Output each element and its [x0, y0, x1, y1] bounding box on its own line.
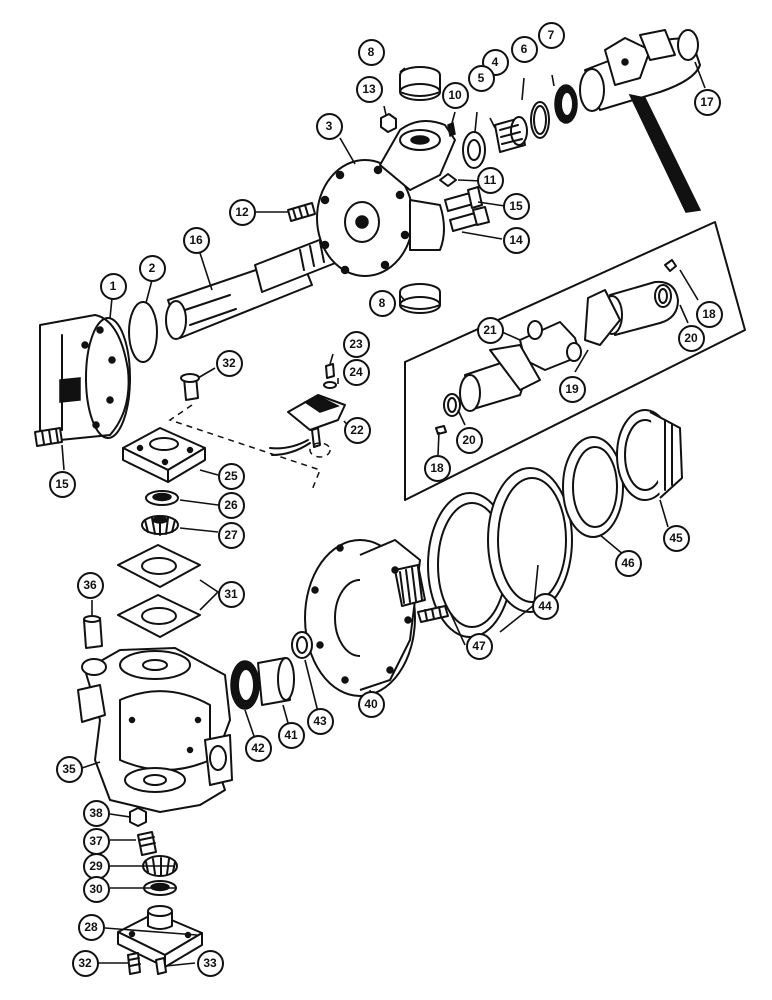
callout-42: 42 — [244, 734, 272, 762]
callout-17: 17 — [693, 88, 721, 116]
dashed-reference-line — [168, 404, 321, 491]
callout-26: 26 — [217, 491, 245, 519]
callout-16: 16 — [182, 226, 210, 254]
callout-40: 40 — [357, 690, 385, 718]
callout-21: 21 — [476, 316, 504, 344]
callout-1: 1 — [99, 272, 127, 300]
callout-5: 5 — [467, 64, 495, 92]
trunnion-housing — [316, 120, 456, 277]
callout-8-upper: 8 — [357, 38, 385, 66]
detail-pointer-wedge — [628, 93, 702, 213]
dowel-pin — [83, 615, 103, 649]
lower-kingpin-cap — [117, 905, 203, 968]
callout-20-right: 20 — [677, 324, 705, 352]
callout-15-lower: 15 — [48, 470, 76, 498]
callout-47: 47 — [465, 632, 493, 660]
callout-46: 46 — [614, 549, 642, 577]
callout-11: 11 — [476, 166, 504, 194]
wheel-hub — [304, 539, 426, 697]
callout-30: 30 — [82, 875, 110, 903]
callout-3: 3 — [315, 112, 343, 140]
callout-29: 29 — [82, 852, 110, 880]
callout-32-lower: 32 — [71, 949, 99, 977]
callout-24: 24 — [342, 358, 370, 386]
leader-lines — [61, 61, 706, 967]
switch-assembly — [269, 363, 346, 458]
callout-38: 38 — [82, 799, 110, 827]
hub-bearing — [616, 409, 683, 501]
upper-small-parts — [380, 66, 578, 169]
callout-41: 41 — [277, 721, 305, 749]
o-ring — [128, 301, 158, 363]
tapered-bearing — [141, 515, 179, 536]
callout-44: 44 — [531, 592, 559, 620]
callout-32-upper: 32 — [215, 349, 243, 377]
shims — [117, 544, 201, 638]
callout-31: 31 — [217, 580, 245, 608]
callout-23: 23 — [342, 330, 370, 358]
callout-13: 13 — [355, 75, 383, 103]
callout-10: 10 — [441, 81, 469, 109]
u-joint-detail-parts — [435, 259, 679, 435]
left-fasteners — [34, 373, 200, 447]
callout-18-right: 18 — [695, 300, 723, 328]
bottom-fasteners — [127, 952, 167, 975]
u-joint-detail-box — [404, 221, 746, 501]
drive-shaft-assembly — [579, 29, 701, 112]
callout-18-left: 18 — [423, 454, 451, 482]
callout-22: 22 — [343, 416, 371, 444]
lower-bushing — [399, 283, 441, 314]
callout-6: 6 — [510, 35, 538, 63]
bearing-cup — [145, 490, 179, 506]
kingpin-cap — [122, 427, 206, 483]
callout-20-left: 20 — [455, 426, 483, 454]
callout-33: 33 — [196, 949, 224, 977]
fasteners-top — [287, 173, 490, 232]
callout-15-upper: 15 — [502, 192, 530, 220]
callout-25: 25 — [217, 462, 245, 490]
lower-small-parts — [129, 807, 178, 896]
callout-14: 14 — [502, 226, 530, 254]
callout-4: 4 — [481, 48, 509, 76]
callout-12: 12 — [228, 198, 256, 226]
callout-37: 37 — [82, 827, 110, 855]
callout-45: 45 — [662, 524, 690, 552]
callout-36: 36 — [76, 571, 104, 599]
steering-knuckle — [77, 647, 233, 813]
callout-28: 28 — [77, 913, 105, 941]
callout-35: 35 — [55, 755, 83, 783]
callout-8-lower: 8 — [368, 289, 396, 317]
callout-43: 43 — [306, 707, 334, 735]
callout-19: 19 — [558, 375, 586, 403]
hub-bolt — [417, 605, 449, 623]
callout-2: 2 — [138, 254, 166, 282]
bearing-ring — [562, 436, 624, 538]
callout-7: 7 — [537, 21, 565, 49]
callout-27: 27 — [217, 521, 245, 549]
hub-seals-bearings — [230, 631, 313, 710]
axle-housing-flange — [39, 314, 131, 441]
